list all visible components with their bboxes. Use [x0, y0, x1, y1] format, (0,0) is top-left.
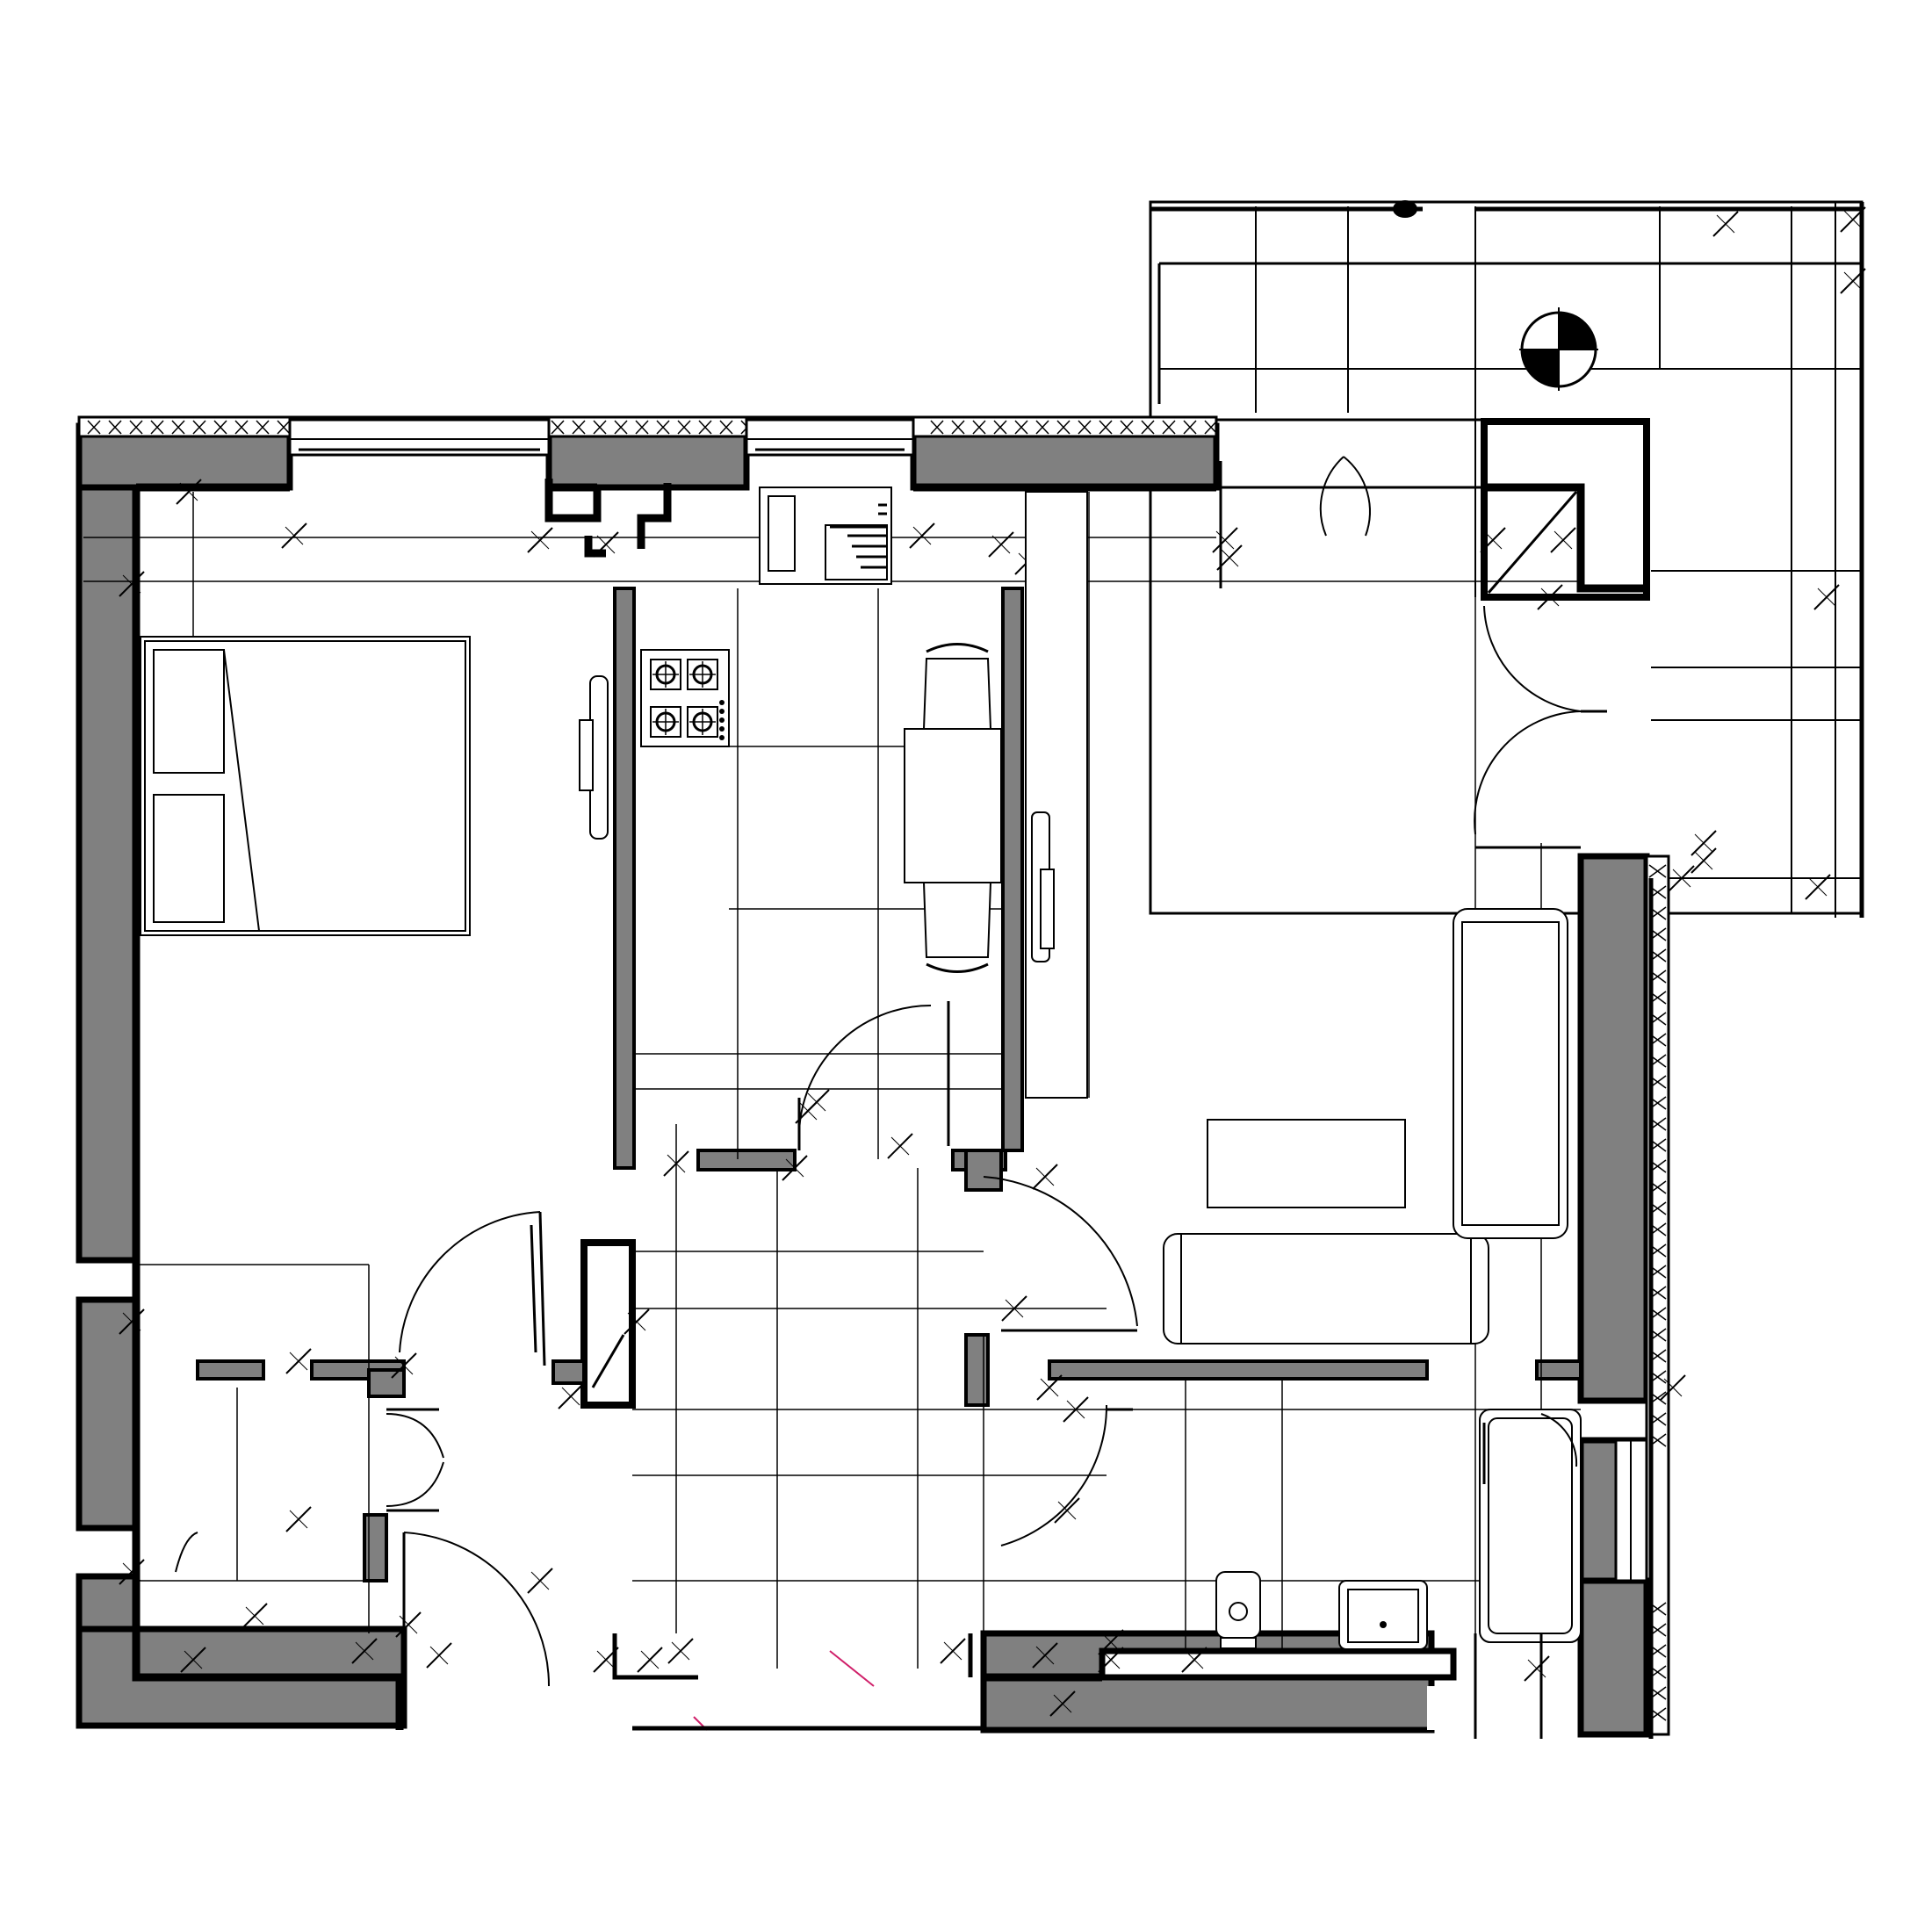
window-bedroom [288, 418, 551, 457]
door-swing-kitchen [797, 1001, 950, 1150]
coffee-table [1207, 1119, 1406, 1208]
sink-icon [825, 503, 888, 580]
kitchen [640, 487, 1088, 1150]
bed [140, 636, 471, 936]
hallway-arc [175, 1532, 198, 1573]
door-swing-living [983, 1176, 1138, 1332]
dining-table [904, 728, 1002, 883]
door-swing-balcony [1474, 605, 1607, 835]
bathroom [1215, 1409, 1582, 1650]
interior-walls [132, 418, 1650, 1730]
window-kitchen [745, 418, 915, 457]
window-bath [1614, 1438, 1648, 1582]
bedroom-door [399, 1211, 546, 1366]
north-arrow-icon [1519, 307, 1598, 391]
construction-lines [83, 492, 1581, 1669]
insulation-hatch-top [87, 420, 1218, 435]
storage-door [402, 1532, 551, 1687]
bedroom-cabinet [579, 675, 609, 840]
bathtub-icon [1479, 1409, 1582, 1643]
sofa-bottom [1163, 1233, 1489, 1344]
sofa-right [1453, 908, 1568, 1239]
gas-stove-icon [650, 659, 724, 740]
washbasin-icon [1338, 1580, 1428, 1650]
living-room [983, 605, 1607, 1344]
chair-top [922, 643, 992, 730]
toilet-icon [1215, 1571, 1261, 1649]
dimension-ticks [119, 206, 1866, 1717]
window-living-door [1216, 418, 1484, 588]
bath-door [1000, 1404, 1133, 1546]
accent-mark [829, 1650, 875, 1687]
balcony [1149, 200, 1864, 918]
chair-bottom [922, 882, 992, 973]
closet-doors [386, 1408, 444, 1512]
exterior-walls [76, 415, 1670, 1738]
